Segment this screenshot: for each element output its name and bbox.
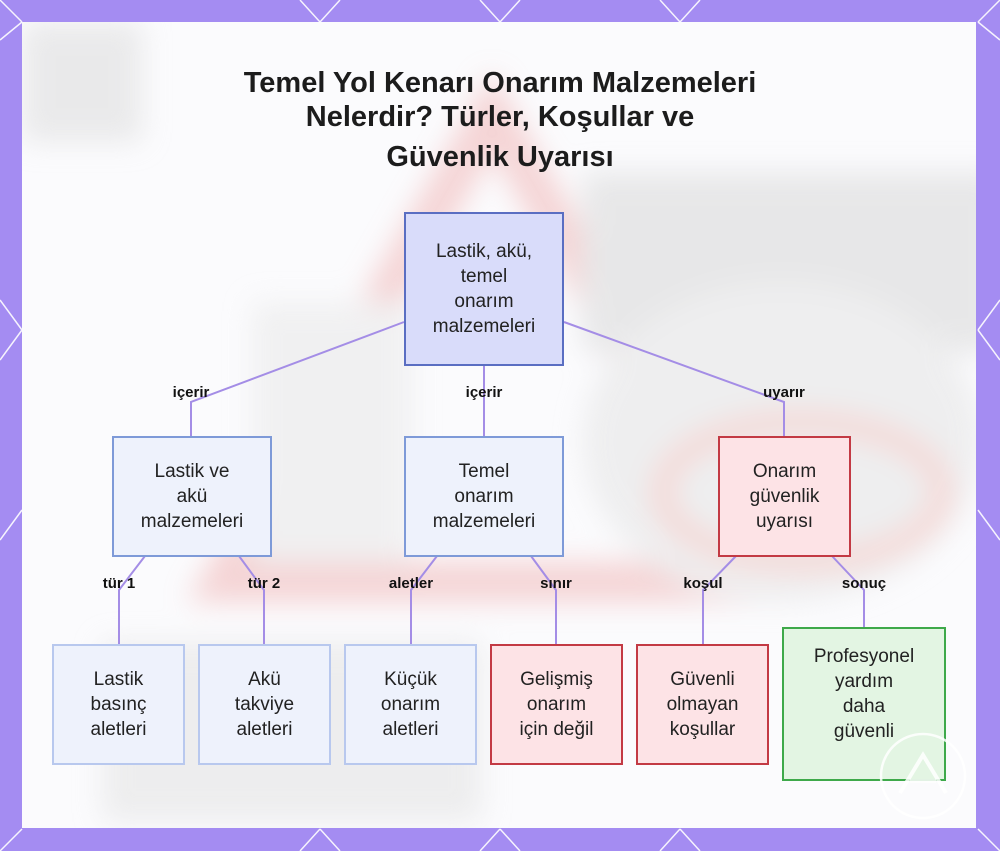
title-line-2: Nelerdir? Türler, Koşullar ve xyxy=(305,101,695,133)
title-line-3: Güvenlik Uyarısı xyxy=(386,141,614,173)
edge-label-warns: uyarır xyxy=(763,384,805,401)
node-tire-pressure: Lastik basınç aletleri xyxy=(52,644,185,765)
node-jump-start-label: Akü takviye aletleri xyxy=(234,669,295,740)
edge-label-limit: sınır xyxy=(540,575,572,592)
edge-label-contains-1: içerir xyxy=(172,384,210,401)
edge-root-to-tire-battery xyxy=(190,321,405,436)
node-jump-start: Akü takviye aletleri xyxy=(198,644,331,765)
node-unsafe-conditions: Güvenli olmayan koşullar xyxy=(636,644,769,765)
node-not-advanced: Gelişmiş onarım için değil xyxy=(490,644,623,765)
edge-label-type-1: tür 1 xyxy=(102,575,136,592)
edge-label-result: sonuç xyxy=(841,575,887,592)
edge-root-to-safety-warning xyxy=(563,321,785,436)
node-root-label: Lastik, akü, temel onarım malzemeleri xyxy=(432,241,536,337)
node-tire-battery: Lastik ve akü malzemeleri xyxy=(112,436,272,557)
edge-basic-repair-to-not-advanced xyxy=(530,555,557,644)
edge-safety-warning-to-professional xyxy=(831,555,865,627)
edge-label-contains-2: içerir xyxy=(465,384,503,401)
node-root: Lastik, akü, temel onarım malzemeleri xyxy=(404,212,564,366)
edge-label-condition: koşul xyxy=(683,575,723,592)
node-not-advanced-label: Gelişmiş onarım için değil xyxy=(519,669,594,740)
node-small-tools: Küçük onarım aletleri xyxy=(344,644,477,765)
node-basic-repair-label: Temel onarım malzemeleri xyxy=(432,461,536,532)
node-tire-battery-label: Lastik ve akü malzemeleri xyxy=(140,461,244,532)
edge-basic-repair-to-small-tools xyxy=(410,555,438,644)
node-unsafe-conditions-label: Güvenli olmayan koşullar xyxy=(666,669,739,740)
node-small-tools-label: Küçük onarım aletleri xyxy=(380,669,441,740)
node-basic-repair: Temel onarım malzemeleri xyxy=(404,436,564,557)
node-safety-warning-label: Onarım güvenlik uyarısı xyxy=(749,461,820,532)
node-professional-help: Profesyonel yardım daha güvenli xyxy=(782,627,946,781)
node-safety-warning: Onarım güvenlik uyarısı xyxy=(718,436,851,557)
node-tire-pressure-label: Lastik basınç aletleri xyxy=(90,669,147,740)
edge-tire-battery-to-jump-start xyxy=(238,555,265,644)
node-professional-help-label: Profesyonel yardım daha güvenli xyxy=(813,646,915,742)
background-photo xyxy=(22,22,976,822)
edge-label-tools: aletler xyxy=(388,575,434,592)
edge-label-type-2: tür 2 xyxy=(247,575,281,592)
watermark-logo-icon xyxy=(879,732,967,820)
title-line-1: Temel Yol Kenarı Onarım Malzemeleri xyxy=(243,67,757,99)
edge-safety-warning-to-unsafe xyxy=(702,555,737,644)
edge-tire-battery-to-tire-pressure xyxy=(118,555,146,644)
